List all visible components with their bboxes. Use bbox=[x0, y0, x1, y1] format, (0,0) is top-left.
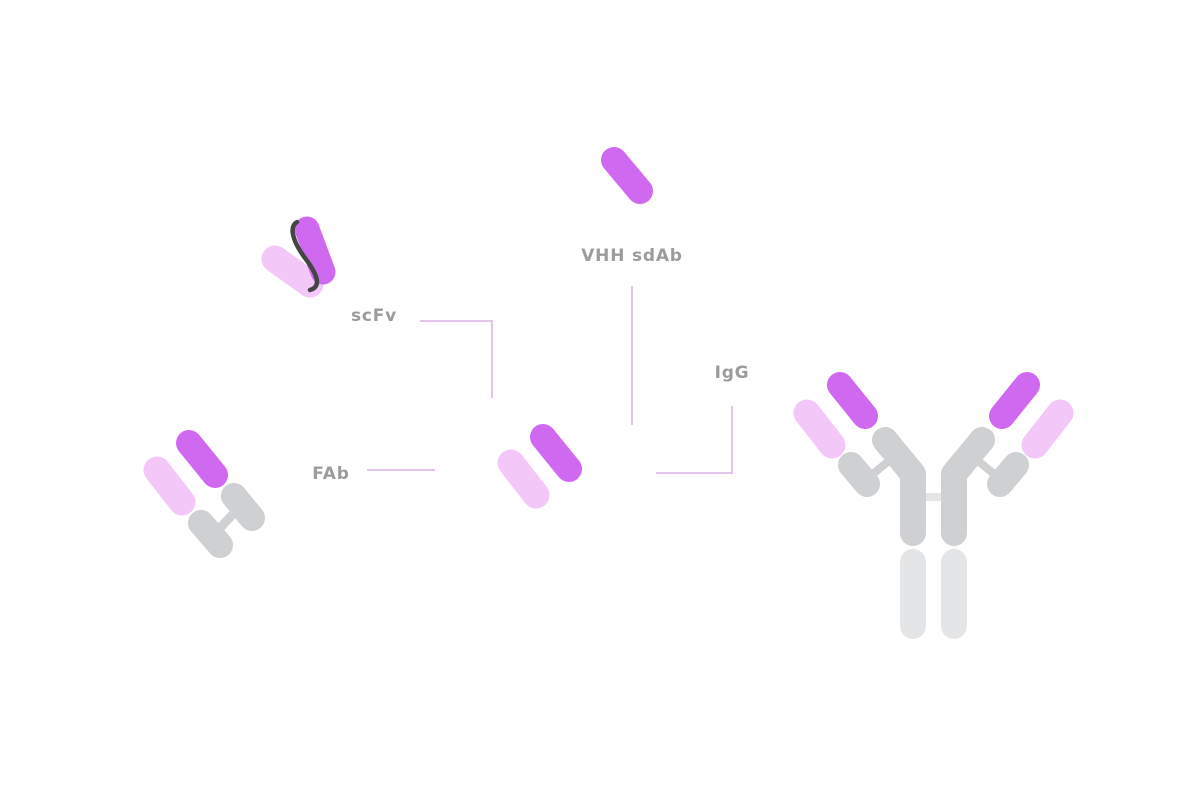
vhh-domain bbox=[601, 147, 653, 204]
scfv-icon bbox=[261, 216, 336, 298]
scfv-heavy-domain bbox=[294, 216, 336, 285]
igg-heavy-variable-right bbox=[989, 372, 1040, 429]
igg-light-constant-right bbox=[987, 452, 1029, 497]
fab-label: FAb bbox=[312, 464, 349, 484]
igg-connector bbox=[656, 406, 733, 474]
igg-light-bridge-left bbox=[869, 456, 894, 478]
fab-light-constant-domain bbox=[188, 510, 233, 558]
igg-heavy-variable-left bbox=[827, 372, 878, 429]
connector-lines bbox=[367, 286, 733, 474]
igg-heavy-chain-left bbox=[872, 427, 926, 546]
scfv-light-domain bbox=[261, 245, 324, 298]
igg-icon bbox=[793, 372, 1074, 639]
igg-light-bridge-right bbox=[973, 456, 998, 478]
fab-icon bbox=[143, 430, 265, 558]
scfv-label: scFv bbox=[351, 306, 397, 326]
igg-light-variable-left bbox=[793, 399, 846, 459]
igg-light-variable-right bbox=[1021, 399, 1074, 459]
variable-fragment-icon bbox=[497, 424, 582, 509]
igg-label: IgG bbox=[715, 363, 750, 383]
center-heavy-domain bbox=[530, 424, 582, 482]
fab-heavy-variable-domain bbox=[176, 430, 228, 488]
fab-heavy-constant-domain bbox=[221, 483, 265, 531]
fab-light-variable-domain bbox=[143, 456, 196, 516]
vhh-label: VHH sdAb bbox=[581, 246, 683, 266]
center-light-domain bbox=[497, 449, 550, 509]
scfv-linker bbox=[290, 219, 320, 293]
igg-heavy-chain-right bbox=[941, 427, 995, 546]
scfv-connector bbox=[420, 320, 493, 398]
igg-light-constant-left bbox=[838, 452, 880, 497]
vhh-sdab-icon bbox=[601, 147, 653, 204]
